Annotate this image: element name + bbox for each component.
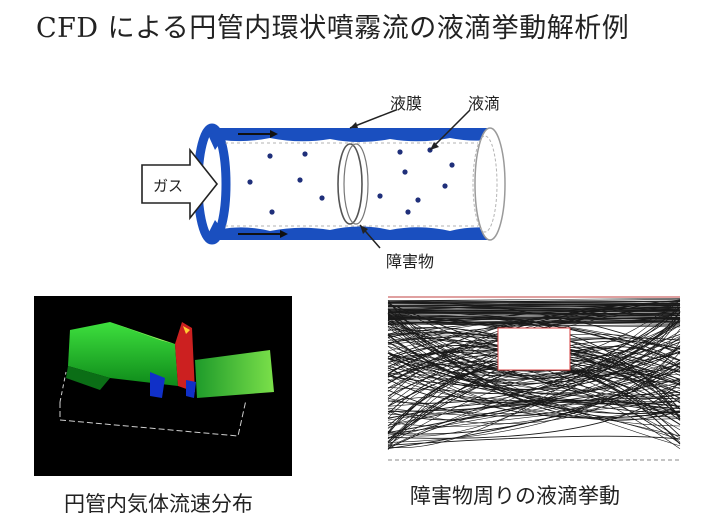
droplet-leader bbox=[429, 109, 471, 151]
trajectory-line bbox=[387, 327, 681, 427]
trajectory-line bbox=[387, 316, 681, 382]
trajectory-line bbox=[387, 317, 681, 382]
label-film: 液膜 bbox=[390, 94, 423, 113]
label-obstacle: 障害物 bbox=[386, 252, 435, 271]
trajectory-line bbox=[387, 312, 681, 317]
trajectory-line bbox=[387, 374, 681, 406]
trajectory-line bbox=[387, 301, 681, 304]
trajectory-line bbox=[387, 364, 681, 419]
pipe-outlet bbox=[474, 127, 506, 241]
trajectory-line bbox=[387, 383, 681, 427]
trajectory-line bbox=[387, 400, 681, 426]
trajectory-line bbox=[387, 309, 681, 312]
trajectory-line bbox=[387, 300, 681, 302]
trajectory-line bbox=[387, 308, 681, 421]
trajectory-line bbox=[387, 351, 681, 401]
velocity-caption: 円管内気体流速分布 bbox=[64, 492, 253, 516]
trajectory-line bbox=[387, 304, 681, 309]
trajectory-line bbox=[387, 300, 681, 448]
trajectory-line bbox=[387, 306, 681, 310]
gas-arrow bbox=[141, 147, 219, 221]
trajectory-line bbox=[387, 298, 681, 301]
trajectory-line bbox=[387, 345, 681, 443]
trajectory-line bbox=[387, 339, 681, 448]
obstacle-ring bbox=[337, 143, 369, 225]
trajectory-line bbox=[387, 352, 681, 418]
trajectory-line bbox=[387, 402, 681, 421]
trajectory-line bbox=[387, 328, 681, 414]
trajectory-line bbox=[387, 357, 681, 420]
trajectory-line bbox=[387, 314, 681, 369]
trajectory-caption: 障害物周りの液滴挙動 bbox=[410, 484, 620, 508]
trajectory-line bbox=[387, 352, 681, 377]
trajectory-line bbox=[387, 369, 681, 439]
trajectory-line bbox=[387, 369, 681, 446]
trajectory-line bbox=[387, 311, 681, 315]
trajectory-line bbox=[387, 351, 681, 391]
trajectory-line bbox=[387, 321, 681, 324]
trajectory-line bbox=[387, 324, 681, 437]
trajectory-line bbox=[387, 367, 681, 419]
trajectory-line bbox=[387, 323, 681, 328]
trajectory-line bbox=[387, 320, 681, 322]
film-leader bbox=[349, 109, 397, 129]
trajectory-line bbox=[387, 346, 681, 397]
trajectory-line bbox=[387, 435, 681, 446]
velocity-panel bbox=[34, 296, 292, 476]
trajectory-line bbox=[387, 309, 681, 313]
label-gas: ガス bbox=[153, 177, 184, 195]
trajectory-line bbox=[387, 400, 681, 417]
trajectory-line bbox=[387, 396, 681, 440]
trajectory-line bbox=[387, 341, 681, 424]
trajectory-line bbox=[387, 372, 681, 449]
pipe-body bbox=[193, 123, 506, 245]
label-droplet: 液滴 bbox=[468, 94, 501, 113]
trajectory-line bbox=[387, 382, 681, 436]
trajectory-panel bbox=[387, 296, 681, 462]
trajectory-line bbox=[387, 304, 681, 395]
trajectory-line bbox=[387, 353, 681, 378]
obstacle-box bbox=[497, 327, 571, 371]
page-title: CFD による円管内環状噴霧流の液滴挙動解析例 bbox=[36, 13, 630, 44]
trajectory-line bbox=[387, 314, 681, 319]
droplets bbox=[247, 147, 455, 215]
trajectory-line bbox=[387, 319, 681, 325]
